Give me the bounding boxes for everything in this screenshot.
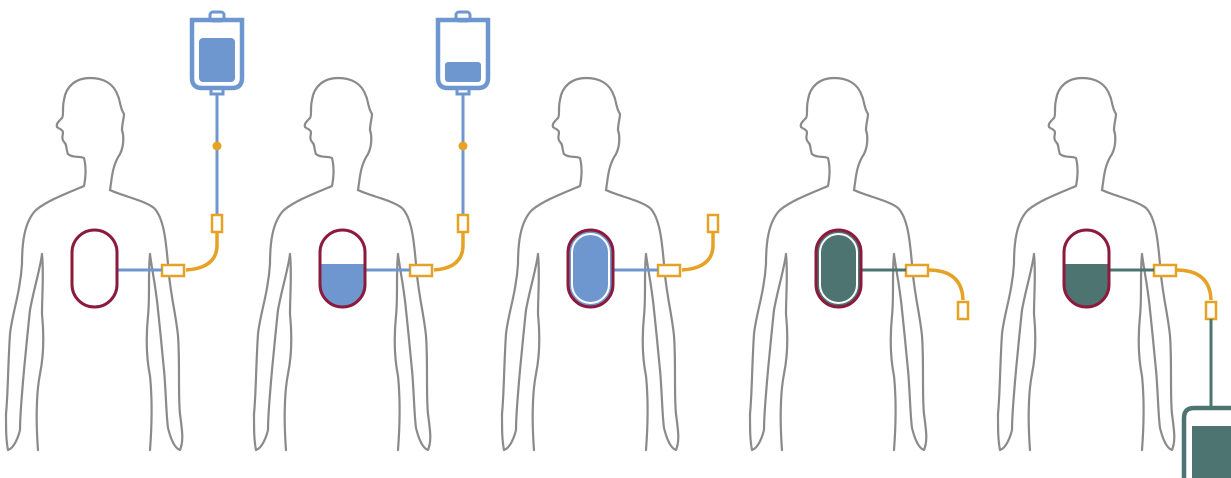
catheter-connector [1154, 265, 1176, 276]
drain-bag-fluid [1192, 426, 1231, 478]
bag-fluid [199, 38, 235, 82]
iv-bag [438, 12, 488, 94]
catheter [434, 232, 463, 270]
catheter-connector [658, 265, 680, 276]
bag-fluid [445, 62, 481, 82]
catheter [682, 232, 713, 270]
stage-4 [750, 78, 968, 450]
stage-3 [502, 78, 718, 450]
catheter-connector [410, 265, 432, 276]
iv-bag [192, 12, 242, 94]
peritoneal-cavity [72, 230, 117, 307]
catheter [186, 232, 217, 270]
drip-chamber [459, 142, 468, 151]
stage-2 [254, 12, 488, 450]
catheter-connector [162, 265, 184, 276]
catheter [1176, 270, 1211, 300]
catheter-connector [906, 265, 928, 276]
drip-chamber [213, 142, 222, 151]
catheter [928, 270, 963, 300]
drain-bag [1184, 408, 1231, 478]
stage-1 [6, 12, 242, 450]
stage-5 [998, 78, 1231, 478]
